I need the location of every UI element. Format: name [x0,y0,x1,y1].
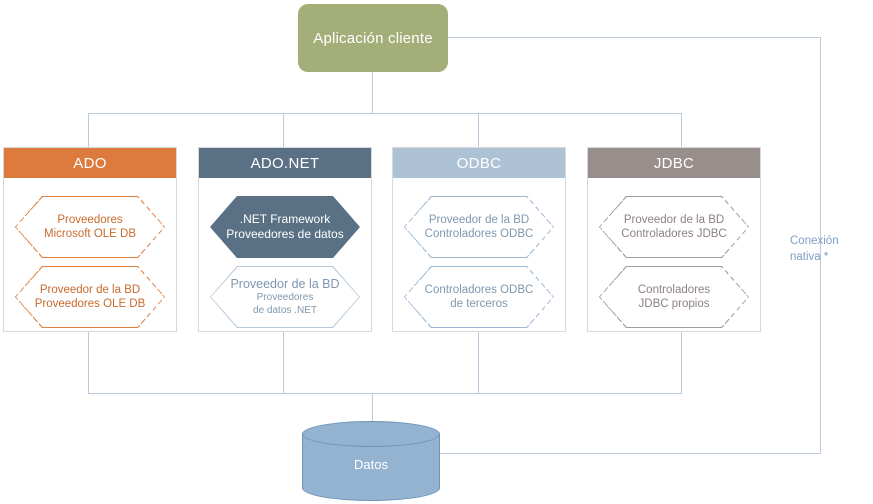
column-odbc-title: ODBC [456,154,502,172]
column-jdbc-header: JDBC [588,148,760,178]
connector-bottom-bus [88,393,682,394]
connector-bus-to-jdbc [681,113,682,147]
adonet-hex-db-provider-line3: de datos .NET [253,304,317,316]
adonet-hex-db-provider[interactable]: Proveedor de la BD Proveedores de datos … [210,266,360,328]
connector-bus-to-ado [88,113,89,147]
ado-hex-db-provider-line2: Proveedores OLE DB [34,298,146,310]
odbc-hex-db-provider[interactable]: Proveedor de la BD Controladores ODBC [404,196,554,258]
connector-client-to-bus [372,72,373,114]
odbc-hex-third-party[interactable]: Controladores ODBC de terceros [404,266,554,328]
ado-hex-providers[interactable]: Proveedores Microsoft OLE DB [15,196,165,258]
column-ado-title: ADO [73,154,107,172]
native-connection-line2: nativa * [790,250,829,263]
odbc-hex-third-party-line1: Controladores ODBC [424,283,534,296]
jdbc-hex-own-drivers[interactable]: Controladores JDBC propios [599,266,749,328]
client-application-box[interactable]: Aplicación cliente [298,4,448,72]
adonet-hex-framework-line2: Proveedores de datos [226,227,344,241]
column-ado-body: Proveedores Microsoft OLE DB Proveedor d… [4,178,176,331]
jdbc-hex-db-provider[interactable]: Proveedor de la BD Controladores JDBC [599,196,749,258]
column-jdbc-body: Proveedor de la BD Controladores JDBC Co… [588,178,760,331]
connector-bus-to-database [372,393,373,425]
jdbc-hex-db-provider-line1: Proveedor de la BD [623,213,725,226]
column-ado-net[interactable]: ADO.NET .NET Framework Proveedores de da… [198,147,372,332]
column-ado-net-body: .NET Framework Proveedores de datos Prov… [199,178,371,331]
adonet-hex-framework-providers[interactable]: .NET Framework Proveedores de datos [210,196,360,258]
column-ado-net-title: ADO.NET [250,154,320,172]
column-jdbc[interactable]: JDBC Proveedor de la BD Controladores JD… [587,147,761,332]
connector-jdbc-to-bottom-bus [681,332,682,394]
ado-hex-db-provider-line1: Proveedor de la BD [39,283,141,296]
client-application-label: Aplicación cliente [313,29,433,47]
odbc-hex-db-provider-line1: Proveedor de la BD [428,213,530,226]
ado-hex-providers-line2: Microsoft OLE DB [43,228,137,240]
connector-bus-to-odbc [478,113,479,147]
column-odbc[interactable]: ODBC Proveedor de la BD Controladores OD… [392,147,566,332]
column-odbc-body: Proveedor de la BD Controladores ODBC Co… [393,178,565,331]
adonet-hex-db-provider-line1: Proveedor de la BD [230,277,340,292]
column-jdbc-title: JDBC [653,154,695,172]
database-label: Datos [354,456,388,472]
connector-native-top [448,37,820,38]
connector-top-bus [88,113,682,114]
database-cylinder[interactable]: Datos [302,421,440,501]
jdbc-hex-own-drivers-line2: JDBC propios [638,298,710,310]
odbc-hex-db-provider-line2: Controladores ODBC [424,228,534,240]
adonet-hex-db-provider-line2: Proveedores [256,292,314,304]
connector-native-right [820,37,821,453]
database-cylinder-top [302,421,440,447]
column-ado[interactable]: ADO Proveedores Microsoft OLE DB Proveed… [3,147,177,332]
connector-bus-to-adonet [283,113,284,147]
column-ado-header: ADO [4,148,176,178]
adonet-hex-framework-line1: .NET Framework [239,212,331,227]
column-odbc-header: ODBC [393,148,565,178]
connector-adonet-to-bottom-bus [283,332,284,394]
native-connection-line1: Conexión [790,235,839,247]
connector-native-bottom [440,453,821,454]
odbc-hex-third-party-line2: de terceros [450,298,508,310]
connector-ado-to-bottom-bus [88,332,89,394]
jdbc-hex-db-provider-line2: Controladores JDBC [621,228,727,240]
native-connection-label: Conexión nativa * [790,234,862,265]
jdbc-hex-own-drivers-line1: Controladores [637,283,711,296]
ado-hex-providers-line1: Proveedores [57,213,123,226]
connector-odbc-to-bottom-bus [478,332,479,394]
ado-hex-db-provider[interactable]: Proveedor de la BD Proveedores OLE DB [15,266,165,328]
column-ado-net-header: ADO.NET [199,148,371,178]
